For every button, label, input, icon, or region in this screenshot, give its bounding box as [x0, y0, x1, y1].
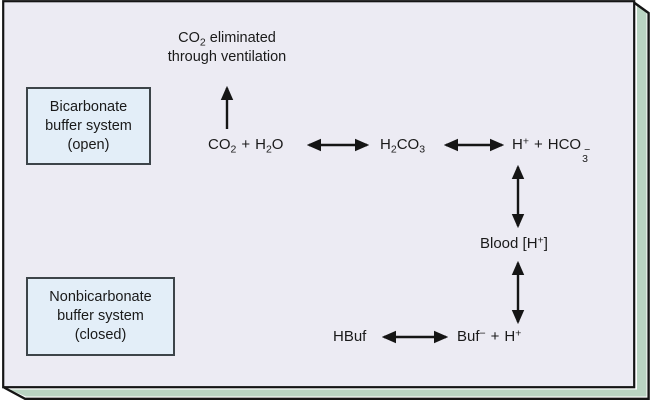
back-panel: [3, 0, 650, 400]
nonbicarbonate-box-line1: Nonbicarbonate: [49, 289, 152, 305]
reaction-h-hco3: H++HCO−3: [512, 135, 591, 165]
bicarbonate-box-line2: buffer system: [45, 117, 132, 134]
reaction-hbuf: HBuf: [333, 328, 367, 345]
nonbicarbonate-box: Nonbicarbonate buffer system (closed): [26, 277, 175, 356]
bicarbonate-box-line3: (open): [67, 136, 110, 153]
reaction-buf-h: Buf−+H+: [457, 327, 522, 345]
hco3-charge-stack: −3: [582, 144, 591, 165]
nonbicarbonate-box-line3: (closed): [74, 327, 127, 343]
bicarbonate-box: Bicarbonate buffer system (open): [26, 87, 151, 165]
blood-h-label: Blood [H+]: [480, 234, 548, 252]
nonbicarbonate-box-line2: buffer system: [57, 308, 144, 324]
reaction-co2-h2o: CO2+H2O: [208, 136, 284, 156]
reaction-h2co3: H2CO3: [380, 136, 426, 156]
co2-elimination-note-line2: through ventilation: [167, 49, 287, 65]
bicarbonate-box-line1: Bicarbonate: [49, 98, 128, 115]
